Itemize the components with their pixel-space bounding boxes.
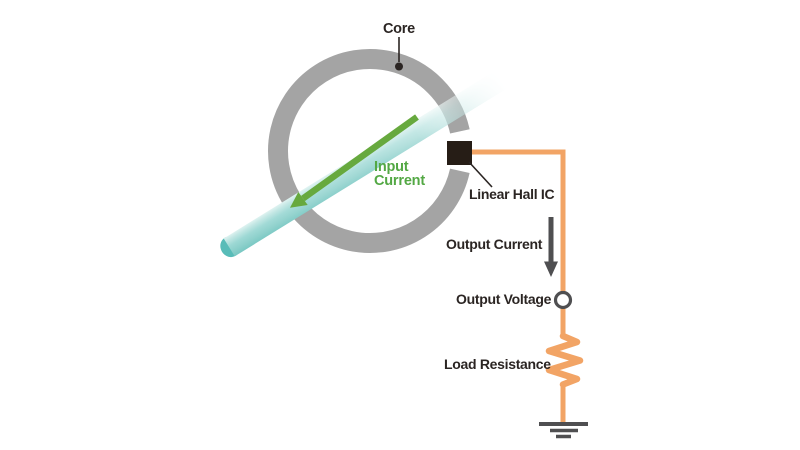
hall-ic-pointer-line [468,161,493,188]
output-voltage-label: Output Voltage [456,291,552,307]
load-resistance-label: Load Resistance [444,356,551,372]
input-current-label-line2: Current [374,172,425,189]
conductor-rod [220,67,512,258]
core-pointer-dot [395,62,403,71]
input-current-label-line1: Input [374,159,409,175]
input-current-label: Input Current [374,159,425,189]
input-current-arrow [290,114,419,208]
output-voltage-node [553,290,573,310]
output-current-arrow [544,217,558,277]
load-resistor [545,332,584,388]
core-label: Core [383,21,415,37]
ground-symbol [539,422,588,439]
linear-hall-ic-label: Linear Hall IC [469,186,555,202]
hall-ic-chip [447,141,472,165]
output-current-label: Output Current [446,236,543,252]
core-ring [268,49,472,253]
output-wire [472,149,566,422]
